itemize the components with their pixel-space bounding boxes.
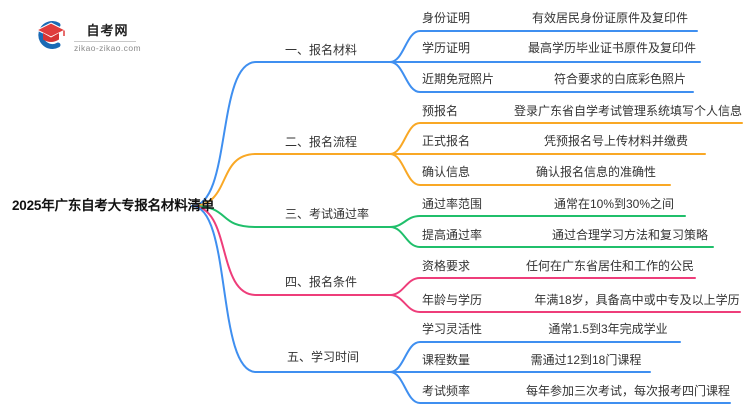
subtopic-desc: 确认报名信息的准确性	[535, 165, 657, 179]
subtopic-label: 学历证明	[422, 41, 471, 55]
subtopic-desc: 最高学历毕业证书原件及复印件	[527, 41, 697, 55]
subtopic-label: 资格要求	[422, 259, 471, 273]
logo-divider	[74, 41, 136, 42]
branch-1-links	[191, 30, 701, 207]
subtopic-desc: 通常1.5到3年完成学业	[548, 322, 668, 336]
subtopic-label: 提高通过率	[422, 228, 483, 242]
subtopic-desc: 任何在广东省居住和工作的公民	[525, 259, 695, 273]
subtopic-desc: 凭预报名号上传材料并缴费	[543, 134, 689, 148]
branch-5-label: 五、学习时间	[287, 350, 360, 364]
subtopic-desc: 年满18岁，具备高中或中专及以上学历	[534, 293, 740, 307]
subtopic-label: 预报名	[422, 104, 459, 118]
branch-3-links	[191, 205, 714, 248]
branch-2-label: 二、报名流程	[285, 135, 358, 149]
branch-1-label: 一、报名材料	[285, 43, 358, 57]
subtopic-label: 近期免冠照片	[422, 72, 495, 86]
branch-4-links	[191, 205, 741, 313]
branch-2-links	[191, 122, 743, 207]
subtopic-label: 课程数量	[422, 353, 471, 367]
site-logo: 自考网 zikao-zikao.com	[30, 20, 141, 53]
graduation-cap-logo-icon	[35, 21, 67, 49]
branch-4-label: 四、报名条件	[285, 275, 358, 289]
subtopic-label: 年龄与学历	[422, 293, 483, 307]
site-domain: zikao-zikao.com	[74, 43, 141, 53]
subtopic-desc: 登录广东省自学考试管理系统填写个人信息	[513, 104, 743, 118]
subtopic-desc: 有效居民身份证原件及复印件	[531, 11, 689, 25]
subtopic-label: 学习灵活性	[422, 322, 483, 336]
site-name: 自考网	[86, 23, 129, 38]
branch-5-links	[191, 205, 731, 404]
subtopic-label: 考试频率	[422, 384, 471, 398]
subtopic-label: 正式报名	[422, 134, 471, 148]
subtopic-label: 确认信息	[422, 165, 471, 179]
subtopic-desc: 符合要求的白底彩色照片	[553, 72, 687, 86]
subtopic-desc: 每年参加三次考试，每次报考四门课程	[525, 384, 731, 398]
root-topic: 2025年广东自考大专报名材料清单	[12, 198, 215, 213]
subtopic-label: 通过率范围	[422, 197, 483, 211]
subtopic-label: 身份证明	[422, 11, 471, 25]
subtopic-desc: 需通过12到18门课程	[530, 353, 642, 367]
subtopic-desc: 通过合理学习方法和复习策略	[551, 228, 709, 242]
subtopic-desc: 通常在10%到30%之间	[553, 197, 675, 211]
branch-3-label: 三、考试通过率	[285, 207, 370, 221]
